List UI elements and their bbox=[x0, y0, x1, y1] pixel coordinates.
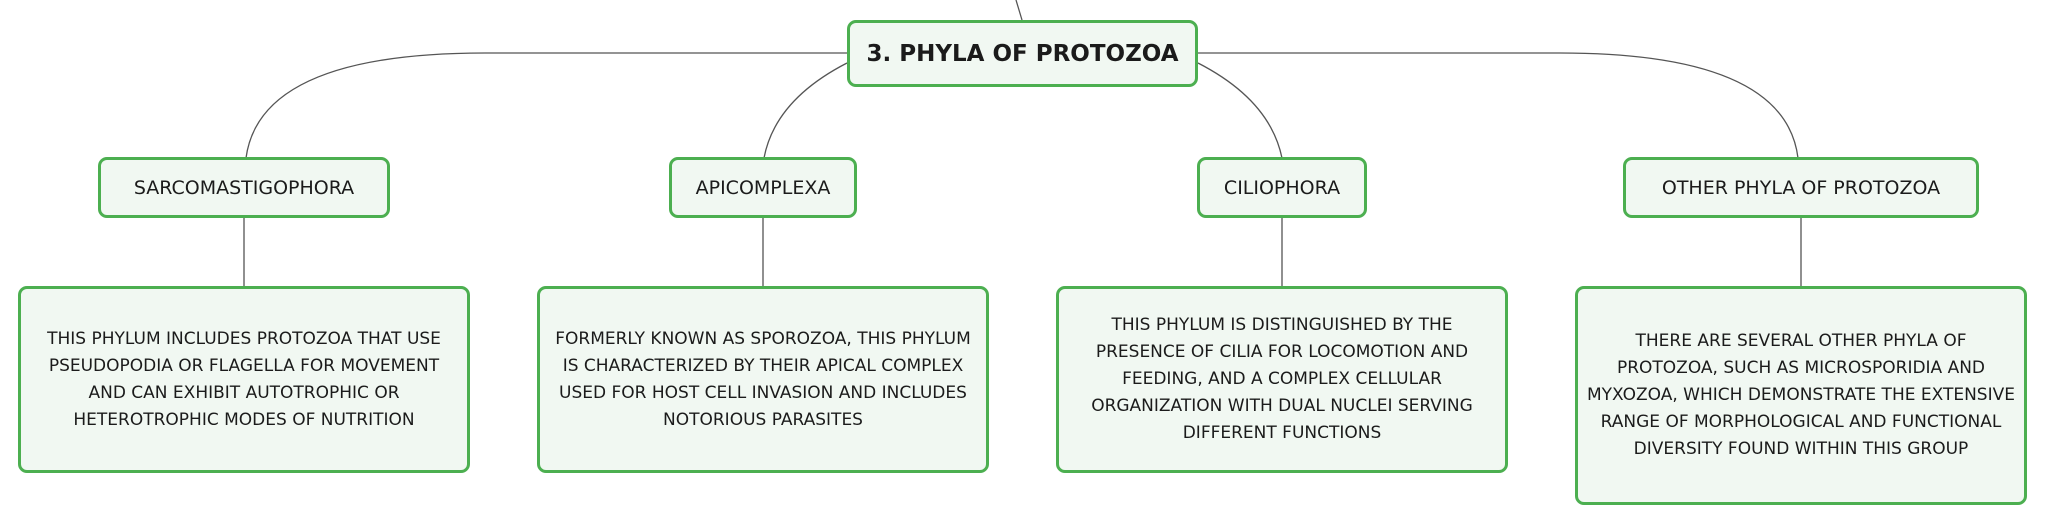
connector-apicomplexa bbox=[763, 62, 848, 159]
description-text: FORMERLY KNOWN AS SPOROZOA, THIS PHYLUM … bbox=[555, 328, 971, 430]
topic-label: CILIOPHORA bbox=[1223, 176, 1341, 199]
description-apicomplexa[interactable]: FORMERLY KNOWN AS SPOROZOA, THIS PHYLUM … bbox=[537, 286, 989, 473]
root-topic-label: 3. PHYLA OF PROTOZOA bbox=[866, 40, 1179, 67]
topic-apicomplexa[interactable]: APICOMPLEXA bbox=[669, 157, 857, 218]
description-text: THIS PHYLUM IS DISTINGUISHED BY THE PRES… bbox=[1091, 315, 1473, 443]
topic-ciliophora[interactable]: CILIOPHORA bbox=[1197, 157, 1367, 218]
connector-sarcomastigophora bbox=[245, 52, 847, 159]
topic-other-phyla[interactable]: OTHER PHYLA OF PROTOZOA bbox=[1623, 157, 1979, 218]
topic-label: SARCOMASTIGOPHORA bbox=[133, 176, 355, 199]
description-ciliophora[interactable]: THIS PHYLUM IS DISTINGUISHED BY THE PRES… bbox=[1056, 286, 1508, 473]
description-text: THERE ARE SEVERAL OTHER PHYLA OF PROTOZO… bbox=[1587, 331, 2015, 459]
parent-connector bbox=[1015, 0, 1023, 21]
description-text: THIS PHYLUM INCLUDES PROTOZOA THAT USE P… bbox=[47, 328, 441, 430]
connector-ciliophora bbox=[1197, 62, 1283, 159]
topic-sarcomastigophora[interactable]: SARCOMASTIGOPHORA bbox=[98, 157, 390, 218]
description-sarcomastigophora[interactable]: THIS PHYLUM INCLUDES PROTOZOA THAT USE P… bbox=[18, 286, 470, 473]
topic-label: OTHER PHYLA OF PROTOZOA bbox=[1661, 176, 1941, 199]
topic-label: APICOMPLEXA bbox=[695, 176, 831, 199]
connector-other-phyla bbox=[1198, 52, 1799, 159]
description-other-phyla[interactable]: THERE ARE SEVERAL OTHER PHYLA OF PROTOZO… bbox=[1575, 286, 2027, 505]
root-topic[interactable]: 3. PHYLA OF PROTOZOA bbox=[847, 20, 1198, 87]
